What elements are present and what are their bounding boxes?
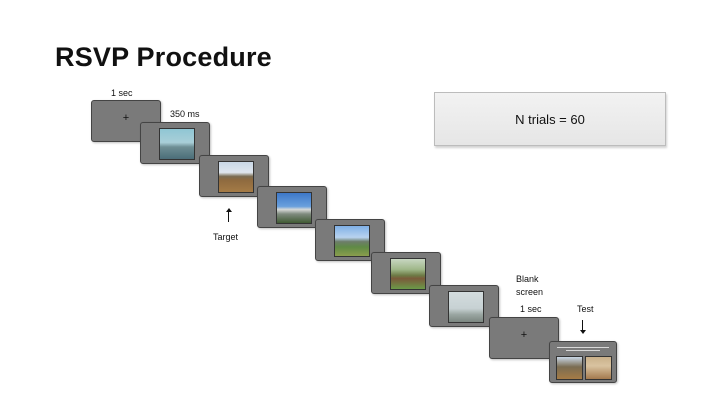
- blank-fixation-cross: +: [520, 329, 528, 341]
- trials-note-text: N trials = 60: [515, 111, 585, 127]
- blank-screen-label-line1: Blank: [516, 274, 539, 284]
- image-duration-label: 350 ms: [170, 109, 200, 119]
- fixation-cross: +: [122, 112, 130, 124]
- blank-duration-label: 1 sec: [520, 304, 542, 314]
- target-label: Target: [213, 232, 239, 242]
- scene-image-6: [448, 291, 484, 323]
- scene-image-5: [390, 258, 426, 290]
- scene-image-1: [159, 128, 195, 160]
- scene-image-3: [276, 192, 312, 224]
- test-arrow-icon: [578, 320, 588, 334]
- trials-note-box: N trials = 60: [434, 92, 666, 146]
- test-label: Test: [577, 304, 594, 314]
- test-instruction-text: [554, 345, 612, 353]
- slide-title: RSVP Procedure: [55, 42, 272, 72]
- blank-screen-label-line2: screen: [516, 287, 544, 297]
- test-choice-image-2: [585, 356, 612, 380]
- test-frame: [549, 341, 617, 383]
- image-frame-1: [140, 122, 210, 164]
- scene-image-4: [334, 225, 370, 257]
- fixation-duration-label: 1 sec: [111, 88, 133, 98]
- target-scene-image: [218, 161, 254, 193]
- target-arrow-icon: [224, 208, 234, 222]
- blank-frame: +: [489, 317, 559, 359]
- image-frame-6: [429, 285, 499, 327]
- test-choice-image-1: [556, 356, 583, 380]
- fixation-frame: +: [91, 100, 161, 142]
